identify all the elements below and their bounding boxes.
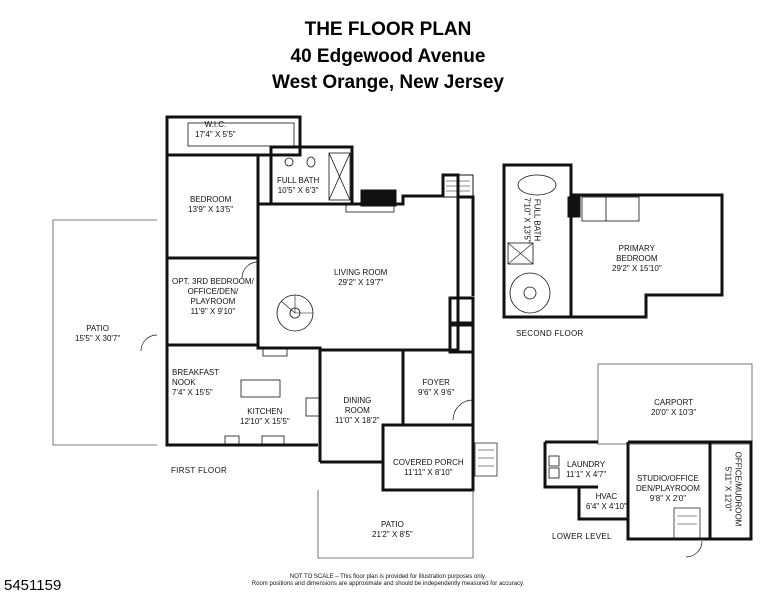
- address-street: 40 Edgewood Avenue: [290, 46, 486, 67]
- floor-label-second: SECOND FLOOR: [516, 329, 584, 338]
- room-name: HVAC: [595, 492, 618, 501]
- covered-porch-walls: [381, 425, 475, 492]
- mudroom-walls: [708, 440, 753, 541]
- room-dims: 20'0" X 10'3": [651, 408, 697, 417]
- room-full-bath-2: FULL BATH 7'10" X 13'5": [522, 197, 542, 242]
- address-city: West Orange, New Jersey: [272, 72, 504, 93]
- room-name: COVERED PORCH: [393, 458, 464, 467]
- room-name-1: BREAKFAST: [172, 368, 220, 377]
- room-name: OFFICE/MUDROOM: [733, 451, 743, 527]
- room-name: FULL BATH: [532, 198, 542, 242]
- room-name-2: NOOK: [172, 378, 196, 387]
- side-patio-outline: [52, 219, 157, 446]
- room-dims: 10'5" X 6'3": [277, 186, 319, 195]
- kitchen-island: [240, 379, 281, 398]
- primary-bedroom-walls: [571, 193, 724, 319]
- wic-shelves: [187, 122, 295, 147]
- room-name: LIVING ROOM: [334, 268, 388, 277]
- room-name: BEDROOM: [189, 195, 232, 204]
- room-covered-porch: COVERED PORCH 11'11" X 8'10": [393, 458, 464, 478]
- room-opt-bedroom: OPT. 3RD BEDROOM/ OFFICE/DEN/ PLAYROOM 1…: [172, 277, 254, 317]
- carport-outline: [597, 363, 753, 445]
- front-patio-outline: [317, 490, 474, 559]
- room-name-1: OPT. 3RD BEDROOM/: [172, 277, 254, 286]
- room-breakfast: BREAKFAST NOOK 7'4" X 15'5": [172, 368, 219, 398]
- room-name: W.I.C.: [204, 120, 227, 129]
- room-foyer: FOYER 9'6" X 9'6": [418, 378, 454, 398]
- plan-title: THE FLOOR PLAN: [304, 19, 472, 40]
- room-dims: 29'2" X 19'7": [338, 278, 384, 287]
- room-dims: 29'2" X 15'10": [612, 264, 662, 273]
- wic-walls: [165, 115, 302, 157]
- spiral-stair-2: [509, 272, 551, 314]
- room-dims: 21'2" X 8'5": [372, 530, 413, 539]
- room-dims: 7'10" X 13'5": [522, 197, 532, 243]
- room-patio-front: PATIO 21'2" X 8'5": [372, 520, 413, 540]
- room-dims: 6'4" X 4'10": [586, 502, 627, 511]
- room-name-1: PRIMARY: [618, 244, 655, 253]
- room-dims: 11'9" X 9'10": [190, 307, 236, 316]
- room-patio-side: PATIO 15'5" X 30'7": [75, 324, 120, 344]
- room-name: PATIO: [380, 520, 404, 529]
- room-dims: 15'5" X 30'7": [75, 334, 121, 343]
- room-name-3: PLAYROOM: [190, 297, 236, 306]
- room-living: LIVING ROOM 29'2" X 19'7": [334, 268, 387, 288]
- room-wic: W.I.C. 17'4" X 5'5": [195, 120, 236, 140]
- bath2-walls: [502, 163, 573, 319]
- room-name: KITCHEN: [247, 407, 283, 416]
- room-name-2: ROOM: [344, 406, 370, 415]
- living-room-walls: [256, 173, 460, 352]
- disclaimer-line-2: Room positions and dimensions are approx…: [251, 581, 525, 587]
- room-dining: DINING ROOM 11'0" X 18'2": [335, 396, 380, 426]
- room-name-2: BEDROOM: [616, 254, 658, 263]
- room-name-2: OFFICE/DEN/: [187, 287, 239, 296]
- room-laundry: LAUNDRY 11'1" X 4'7": [566, 460, 606, 480]
- room-dims: 9'8" X 2'0": [649, 494, 687, 503]
- room-name: FULL BATH: [277, 176, 320, 185]
- room-dims: 12'10" X 15'5": [240, 417, 290, 426]
- room-dims: 17'4" X 5'5": [195, 130, 236, 139]
- room-studio: STUDIO/OFFICE DEN/PLAYROOM 9'8" X 2'0": [636, 474, 700, 504]
- room-dims: 5'11" X 12'0": [723, 466, 733, 512]
- studio-walls: [626, 442, 710, 541]
- fireplace: [360, 189, 397, 207]
- room-kitchen: KITCHEN 12'10" X 15'5": [240, 407, 290, 427]
- room-full-bath-1: FULL BATH 10'5" X 6'3": [277, 176, 319, 196]
- room-bedroom: BEDROOM 13'9" X 13'5": [188, 195, 233, 215]
- room-dims: 9'6" X 9'6": [418, 388, 455, 397]
- room-dims: 13'9" X 13'5": [188, 205, 234, 214]
- floor-label-lower: LOWER LEVEL: [552, 532, 612, 541]
- mls-number: 5451159: [4, 577, 62, 594]
- hvac-walls: [577, 487, 628, 521]
- room-office-mudroom: OFFICE/MUDROOM 5'11" X 12'0": [722, 452, 742, 527]
- room-primary-bedroom: PRIMARY BEDROOM 29'2" X 15'10": [612, 244, 662, 274]
- disclaimer-line-1: NOT TO SCALE – This floor plan is provid…: [289, 574, 487, 580]
- room-name: FOYER: [422, 378, 450, 387]
- room-name: LAUNDRY: [567, 460, 606, 469]
- floor-label-first: FIRST FLOOR: [171, 466, 228, 475]
- dining-walls: [320, 423, 403, 464]
- room-dims: 11'1" X 4'7": [566, 470, 607, 479]
- room-carport: CARPORT 20'0" X 10'3": [651, 398, 696, 418]
- room-dims: 7'4" X 15'5": [172, 388, 213, 397]
- room-name-1: STUDIO/OFFICE: [637, 474, 699, 483]
- room-name: CARPORT: [654, 398, 694, 407]
- room-hvac: HVAC 6'4" X 4'10": [586, 492, 627, 512]
- room-name-1: DINING: [343, 396, 372, 405]
- room-dims: 11'11" X 8'10": [404, 468, 453, 477]
- room-name: PATIO: [86, 324, 110, 333]
- room-name-2: DEN/PLAYROOM: [636, 484, 700, 493]
- room-dims: 11'0" X 18'2": [335, 416, 380, 425]
